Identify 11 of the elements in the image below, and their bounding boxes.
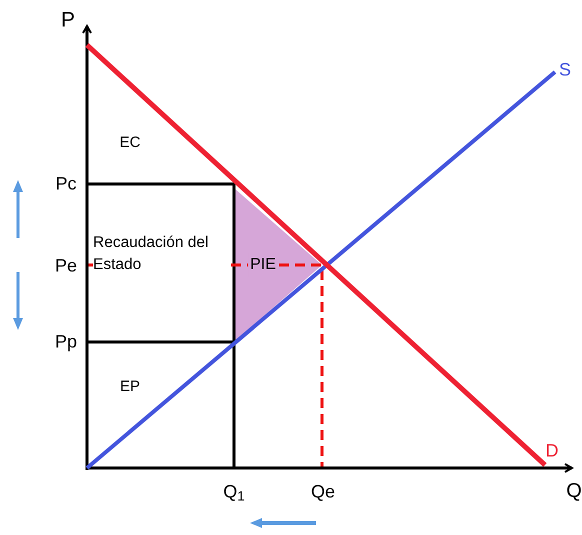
area-label: EP	[120, 376, 140, 397]
area-label: EC	[120, 132, 140, 153]
axis-label: Q	[566, 479, 582, 504]
quantity-label: Qe	[311, 480, 335, 504]
curve-label: D	[546, 440, 558, 462]
axis-label: P	[61, 7, 75, 34]
curve-label: S	[559, 58, 571, 82]
price-label: Pp	[54, 330, 78, 354]
quantity-label: Q$_{1}$	[223, 480, 245, 506]
price-label: Pe	[54, 254, 78, 278]
price-label: Pc	[56, 172, 76, 196]
